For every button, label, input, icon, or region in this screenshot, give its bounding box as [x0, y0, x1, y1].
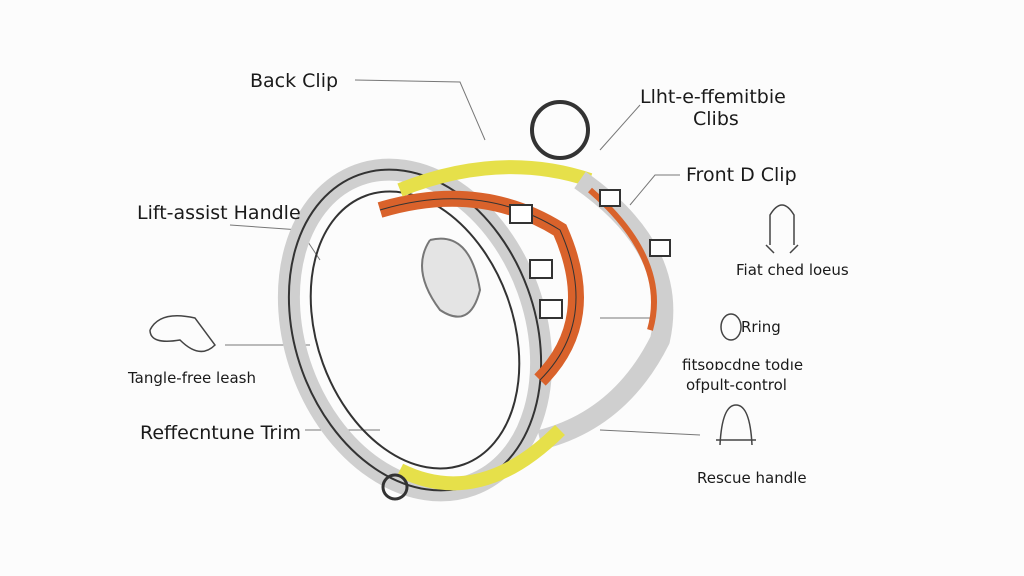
label-o-ring: Rring	[741, 318, 781, 336]
leash-icon	[149, 315, 216, 353]
d-ring	[530, 100, 590, 160]
label-flat-loops: Fiat ched loeus	[736, 261, 849, 279]
buckle	[509, 204, 533, 224]
label-reflective-trim: Reffecntune Trim	[140, 422, 301, 444]
o-ring-icon	[720, 313, 742, 341]
label-lift-assist-handle: Lift-assist Handle	[137, 202, 301, 224]
label-rescue-handle: Rescue handle	[697, 469, 807, 487]
buckle	[529, 259, 553, 279]
front-clip-icon	[765, 204, 799, 254]
leader-front-clip	[629, 174, 680, 206]
label-light-reflective-line2: Clibs	[693, 108, 739, 130]
bottom-ring	[381, 473, 409, 501]
label-tangle-free-leash: Tangle-free leash	[128, 369, 256, 387]
buckle	[539, 299, 563, 319]
label-control-line1: fitsoɒcdne todıe	[682, 356, 804, 374]
label-light-reflective-line1: Llht-e-ffemitbie	[640, 86, 786, 108]
leader-back-clip	[354, 79, 486, 141]
buckle	[599, 189, 621, 207]
leader-light	[599, 104, 641, 151]
label-control-line2: ofpult-control	[686, 376, 787, 394]
rescue-handle-icon	[716, 404, 756, 446]
label-front-d-clip: Front D Clip	[686, 164, 797, 186]
buckle	[649, 239, 671, 257]
label-back-clip: Back Clip	[250, 70, 339, 92]
harness	[277, 100, 674, 502]
leader-rescue	[599, 429, 701, 436]
